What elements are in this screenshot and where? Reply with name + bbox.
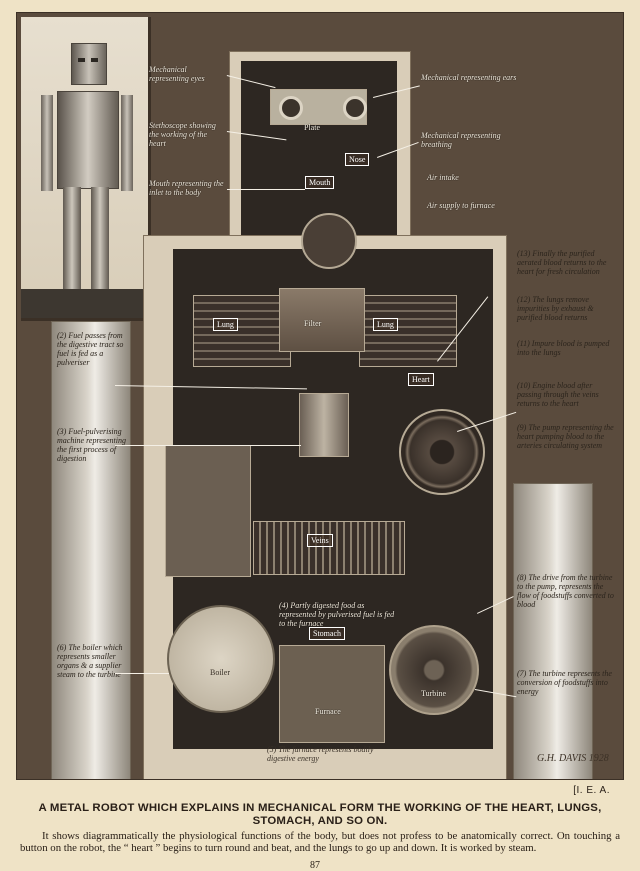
robot-eye-right [91,58,98,62]
caption-body: It shows diagrammatically the physiologi… [20,830,620,854]
robot-leg-right [91,187,109,297]
leader-line [227,189,305,190]
annotation-10: (10) Engine blood after passing through … [517,381,599,408]
boiler-label: Boiler [210,668,230,677]
eye-right-icon [343,96,367,120]
robot-arm-right [121,95,133,191]
annotation-11: (11) Impure blood is pumped into the lun… [517,339,610,357]
annotation-mouth: Mouth representing the inlet to the body [149,179,224,197]
annotation-9: (9) The pump representing the heart pump… [517,423,614,450]
lung-left-coils [193,295,291,367]
head-cavity [241,61,397,239]
annotation-air-intake: Air intake [427,173,459,182]
leader-line [115,673,169,674]
leader-line [115,445,301,446]
eye-left-icon [279,96,303,120]
credit-ref: [I. E. A. [573,785,610,796]
filter-box [279,288,365,352]
annotation-breathing: Mechanical representing breathing [421,131,501,149]
annotation-ears: Mechanical representing ears [421,73,517,82]
stomach-label: Stomach [309,627,345,640]
furnace-label: Furnace [315,707,341,716]
nose-label: Nose [345,153,370,166]
annotation-4: (4) Partly digested food as represented … [279,601,395,628]
turbine-label: Turbine [421,689,447,698]
cabinet-box [165,445,251,577]
annotation-3: (3) Fuel-pulverising machine representin… [57,427,126,463]
lung-right-label: Lung [373,318,398,331]
robot-eye-left [78,58,85,62]
veins-coils [253,521,405,575]
caption-title: A METAL ROBOT WHICH EXPLAINS IN MECHANIC… [38,802,602,827]
left-tube [51,321,131,779]
annotation-13: (13) Finally the purified aerated blood … [517,249,607,276]
throat-wheel [301,213,357,269]
veins-label: Veins [307,534,333,547]
annotation-12: (12) The lungs remove impurities by exha… [517,295,594,322]
robot-arm-left [41,95,53,191]
turbine-wheel [389,625,479,715]
robot-torso [57,91,119,189]
mouth-label: Mouth [305,176,335,189]
page-number: 87 [310,860,320,871]
filter-label: Filter [304,319,322,328]
annotation-5: (5) The furnace represents bodily digest… [267,745,374,763]
heart-pump-wheel [399,409,485,495]
robot-leg-left [63,187,81,297]
annotation-eyes: Mechanical representing eyes [149,65,205,83]
boiler-disk [167,605,275,713]
robot-photo-inset [21,17,151,321]
lung-left-label: Lung [213,318,238,331]
annotation-6: (6) The boiler which represents smaller … [57,643,123,679]
annotation-stethoscope: Stethoscope showing the working of the h… [149,121,216,148]
annotation-air-supply: Air supply to furnace [427,201,495,210]
illustration-plate: Plate Nose Mouth Lung Lung Filter Heart … [16,12,624,780]
right-tube [513,483,593,779]
annotation-8: (8) The drive from the turbine to the pu… [517,573,614,609]
plate-label: Plate [304,123,320,132]
robot-floor [21,289,148,318]
heart-label: Heart [408,373,434,386]
annotation-2: (2) Fuel passes from the digestive tract… [57,331,124,367]
annotation-7: (7) The turbine represents the conversio… [517,669,612,696]
robot-head [71,43,107,85]
lung-right-coils [359,295,457,367]
pulveriser-machine [299,393,349,457]
artist-signature: G.H. DAVIS 1928 [537,753,609,764]
furnace-box [279,645,385,743]
